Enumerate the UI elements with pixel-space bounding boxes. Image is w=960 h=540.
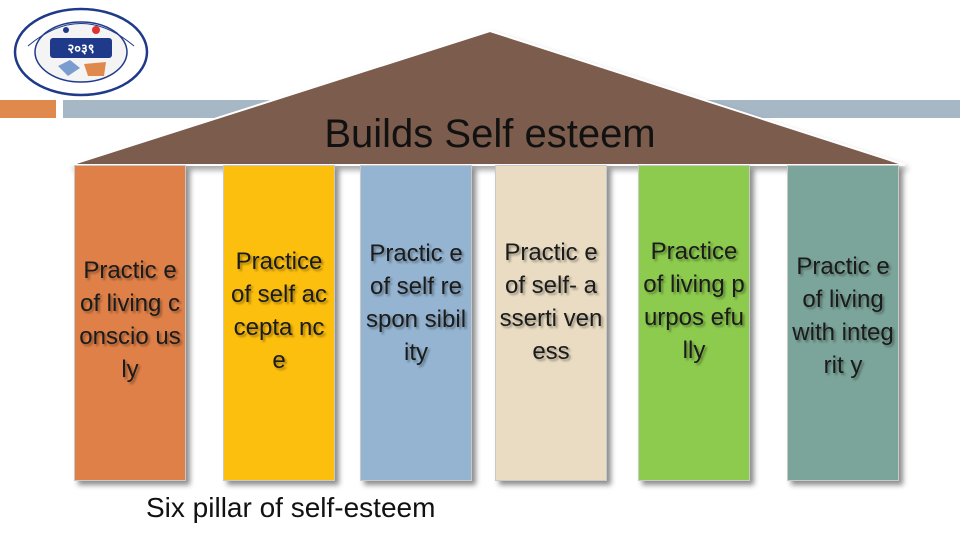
caption: Six pillar of self-esteem xyxy=(146,492,436,523)
pillar-label: Practic e of living with integrit y xyxy=(792,253,894,379)
pillar-living-consciously: Practic e of living conscio usly xyxy=(74,165,186,481)
pillar-label: Practic e of self respon sibility xyxy=(365,240,467,366)
accent-block xyxy=(0,100,56,118)
pillar-label: Practice of living purpos efully xyxy=(643,238,745,364)
pillar-label: Practic e of living conscio usly xyxy=(79,257,181,383)
pillar-label: Practice of self accepta nce xyxy=(230,248,328,374)
pillar-self-assertiveness: Practic e of self- asserti veness xyxy=(495,165,607,481)
pillar-living-with-integrity: Practic e of living with integrit y xyxy=(787,165,899,481)
roof-title: Builds Self esteem xyxy=(324,112,656,156)
pillar-living-purposefully: Practice of living purpos efully xyxy=(638,165,750,481)
pillar-self-acceptance: Practice of self accepta nce xyxy=(223,165,335,481)
college-logo: २०३९ xyxy=(13,7,149,97)
logo-numeral: २०३९ xyxy=(67,42,94,57)
pillar-label: Practic e of self- asserti veness xyxy=(499,239,603,365)
pillar-self-responsibility: Practic e of self respon sibility xyxy=(360,165,472,481)
